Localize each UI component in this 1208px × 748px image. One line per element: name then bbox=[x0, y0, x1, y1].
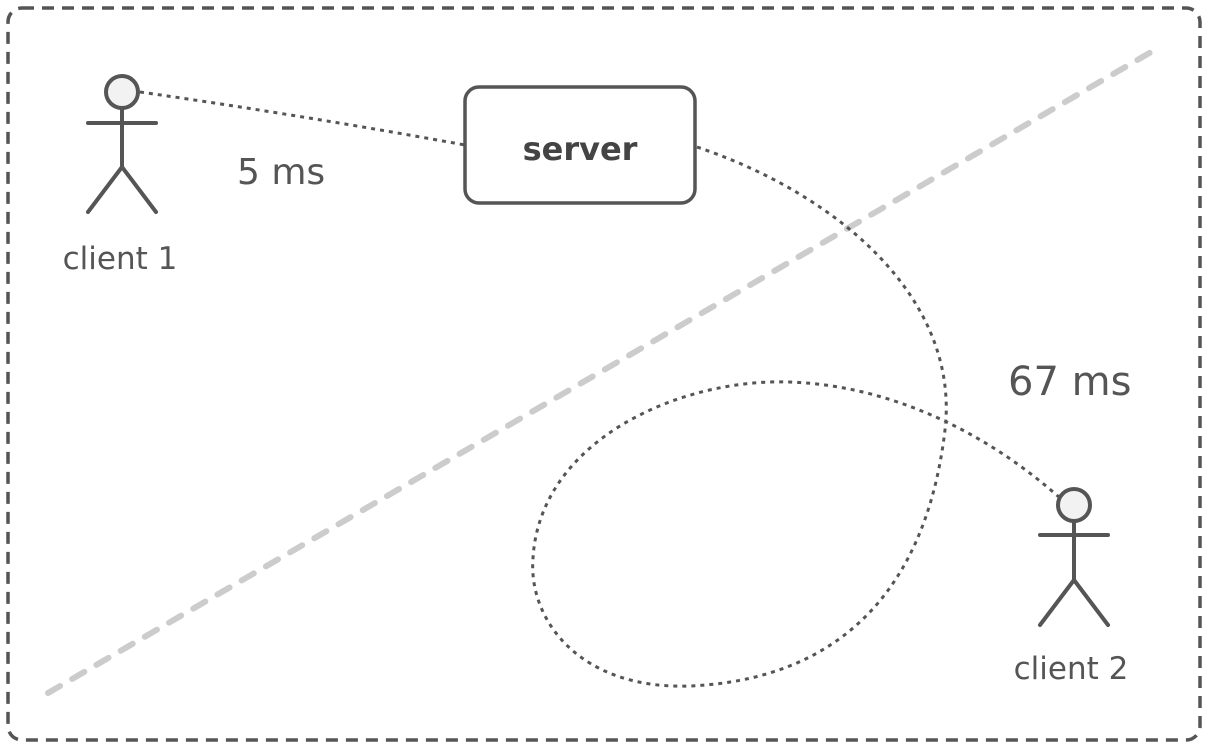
client1-left-leg bbox=[86, 165, 124, 214]
client1-right-leg bbox=[120, 165, 158, 214]
region-divider-line bbox=[45, 45, 1161, 696]
server-label: server bbox=[523, 130, 638, 168]
client2-figure bbox=[1038, 487, 1110, 627]
server-node bbox=[463, 85, 697, 205]
client2-right-leg bbox=[1072, 578, 1110, 627]
client2-left-leg bbox=[1038, 578, 1076, 627]
diagram-frame bbox=[6, 6, 1202, 742]
client2-label: client 2 bbox=[1014, 651, 1129, 687]
client1-head bbox=[104, 74, 140, 110]
client1-label: client 1 bbox=[63, 241, 178, 277]
client2-head bbox=[1056, 487, 1092, 523]
latency-label-client2: 67 ms bbox=[1008, 359, 1131, 405]
server-client2-link bbox=[531, 145, 1061, 688]
client1-server-link bbox=[139, 90, 466, 147]
latency-label-client1: 5 ms bbox=[237, 152, 325, 193]
client1-figure bbox=[86, 74, 158, 214]
